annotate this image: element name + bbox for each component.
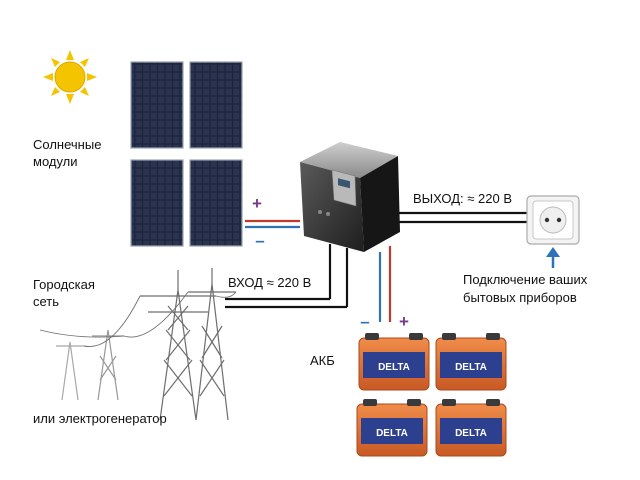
power-line-towers (39, 268, 237, 421)
appliance-connection-label-line2: бытовых приборов (463, 290, 577, 305)
inverter (300, 142, 400, 252)
input-voltage-label: ВХОД ≈ 220 В (228, 275, 312, 290)
solar-cables (245, 219, 300, 229)
solar-plus-sign: + (252, 194, 262, 213)
battery: DELTA (435, 333, 507, 391)
battery: DELTA (356, 399, 428, 457)
solar-modules-label-line1: Солнечные (33, 137, 102, 152)
output-cables (399, 211, 527, 224)
battery-cables (378, 246, 392, 322)
battery-label: АКБ (310, 353, 335, 368)
battery-plus-sign: + (399, 312, 409, 331)
battery-brand-label: DELTA (455, 362, 487, 373)
transmission-tower (56, 341, 84, 401)
battery-brand-label: DELTA (378, 362, 410, 373)
input-cables (225, 244, 349, 309)
city-grid-label-line1: Городская (33, 277, 95, 292)
wall-socket-icon (526, 195, 580, 245)
battery-minus-sign: – (360, 312, 369, 331)
solar-panel (189, 159, 243, 247)
arrow-up-icon (546, 247, 560, 268)
solar-panel (189, 61, 243, 149)
transmission-tower (140, 270, 216, 421)
transmission-tower (92, 329, 124, 401)
solar-panel (130, 159, 184, 247)
sun-icon (43, 50, 97, 104)
battery-brand-label: DELTA (455, 428, 487, 439)
battery: DELTA (358, 333, 430, 391)
battery-brand-label: DELTA (376, 428, 408, 439)
battery: DELTA (435, 399, 507, 457)
output-voltage-label: ВЫХОД: ≈ 220 В (413, 191, 512, 206)
solar-panels (130, 61, 243, 247)
generator-label: или электрогенератор (33, 411, 167, 426)
solar-panel (130, 61, 184, 149)
appliance-connection-label-line1: Подключение ваших (463, 272, 588, 287)
solar-modules-label-line2: модули (33, 154, 78, 169)
battery-bank: DELTA DELTA DELTA DELTA (356, 333, 507, 457)
transmission-tower (188, 268, 236, 421)
solar-minus-sign: – (255, 231, 264, 250)
city-grid-label-line2: сеть (33, 294, 60, 309)
